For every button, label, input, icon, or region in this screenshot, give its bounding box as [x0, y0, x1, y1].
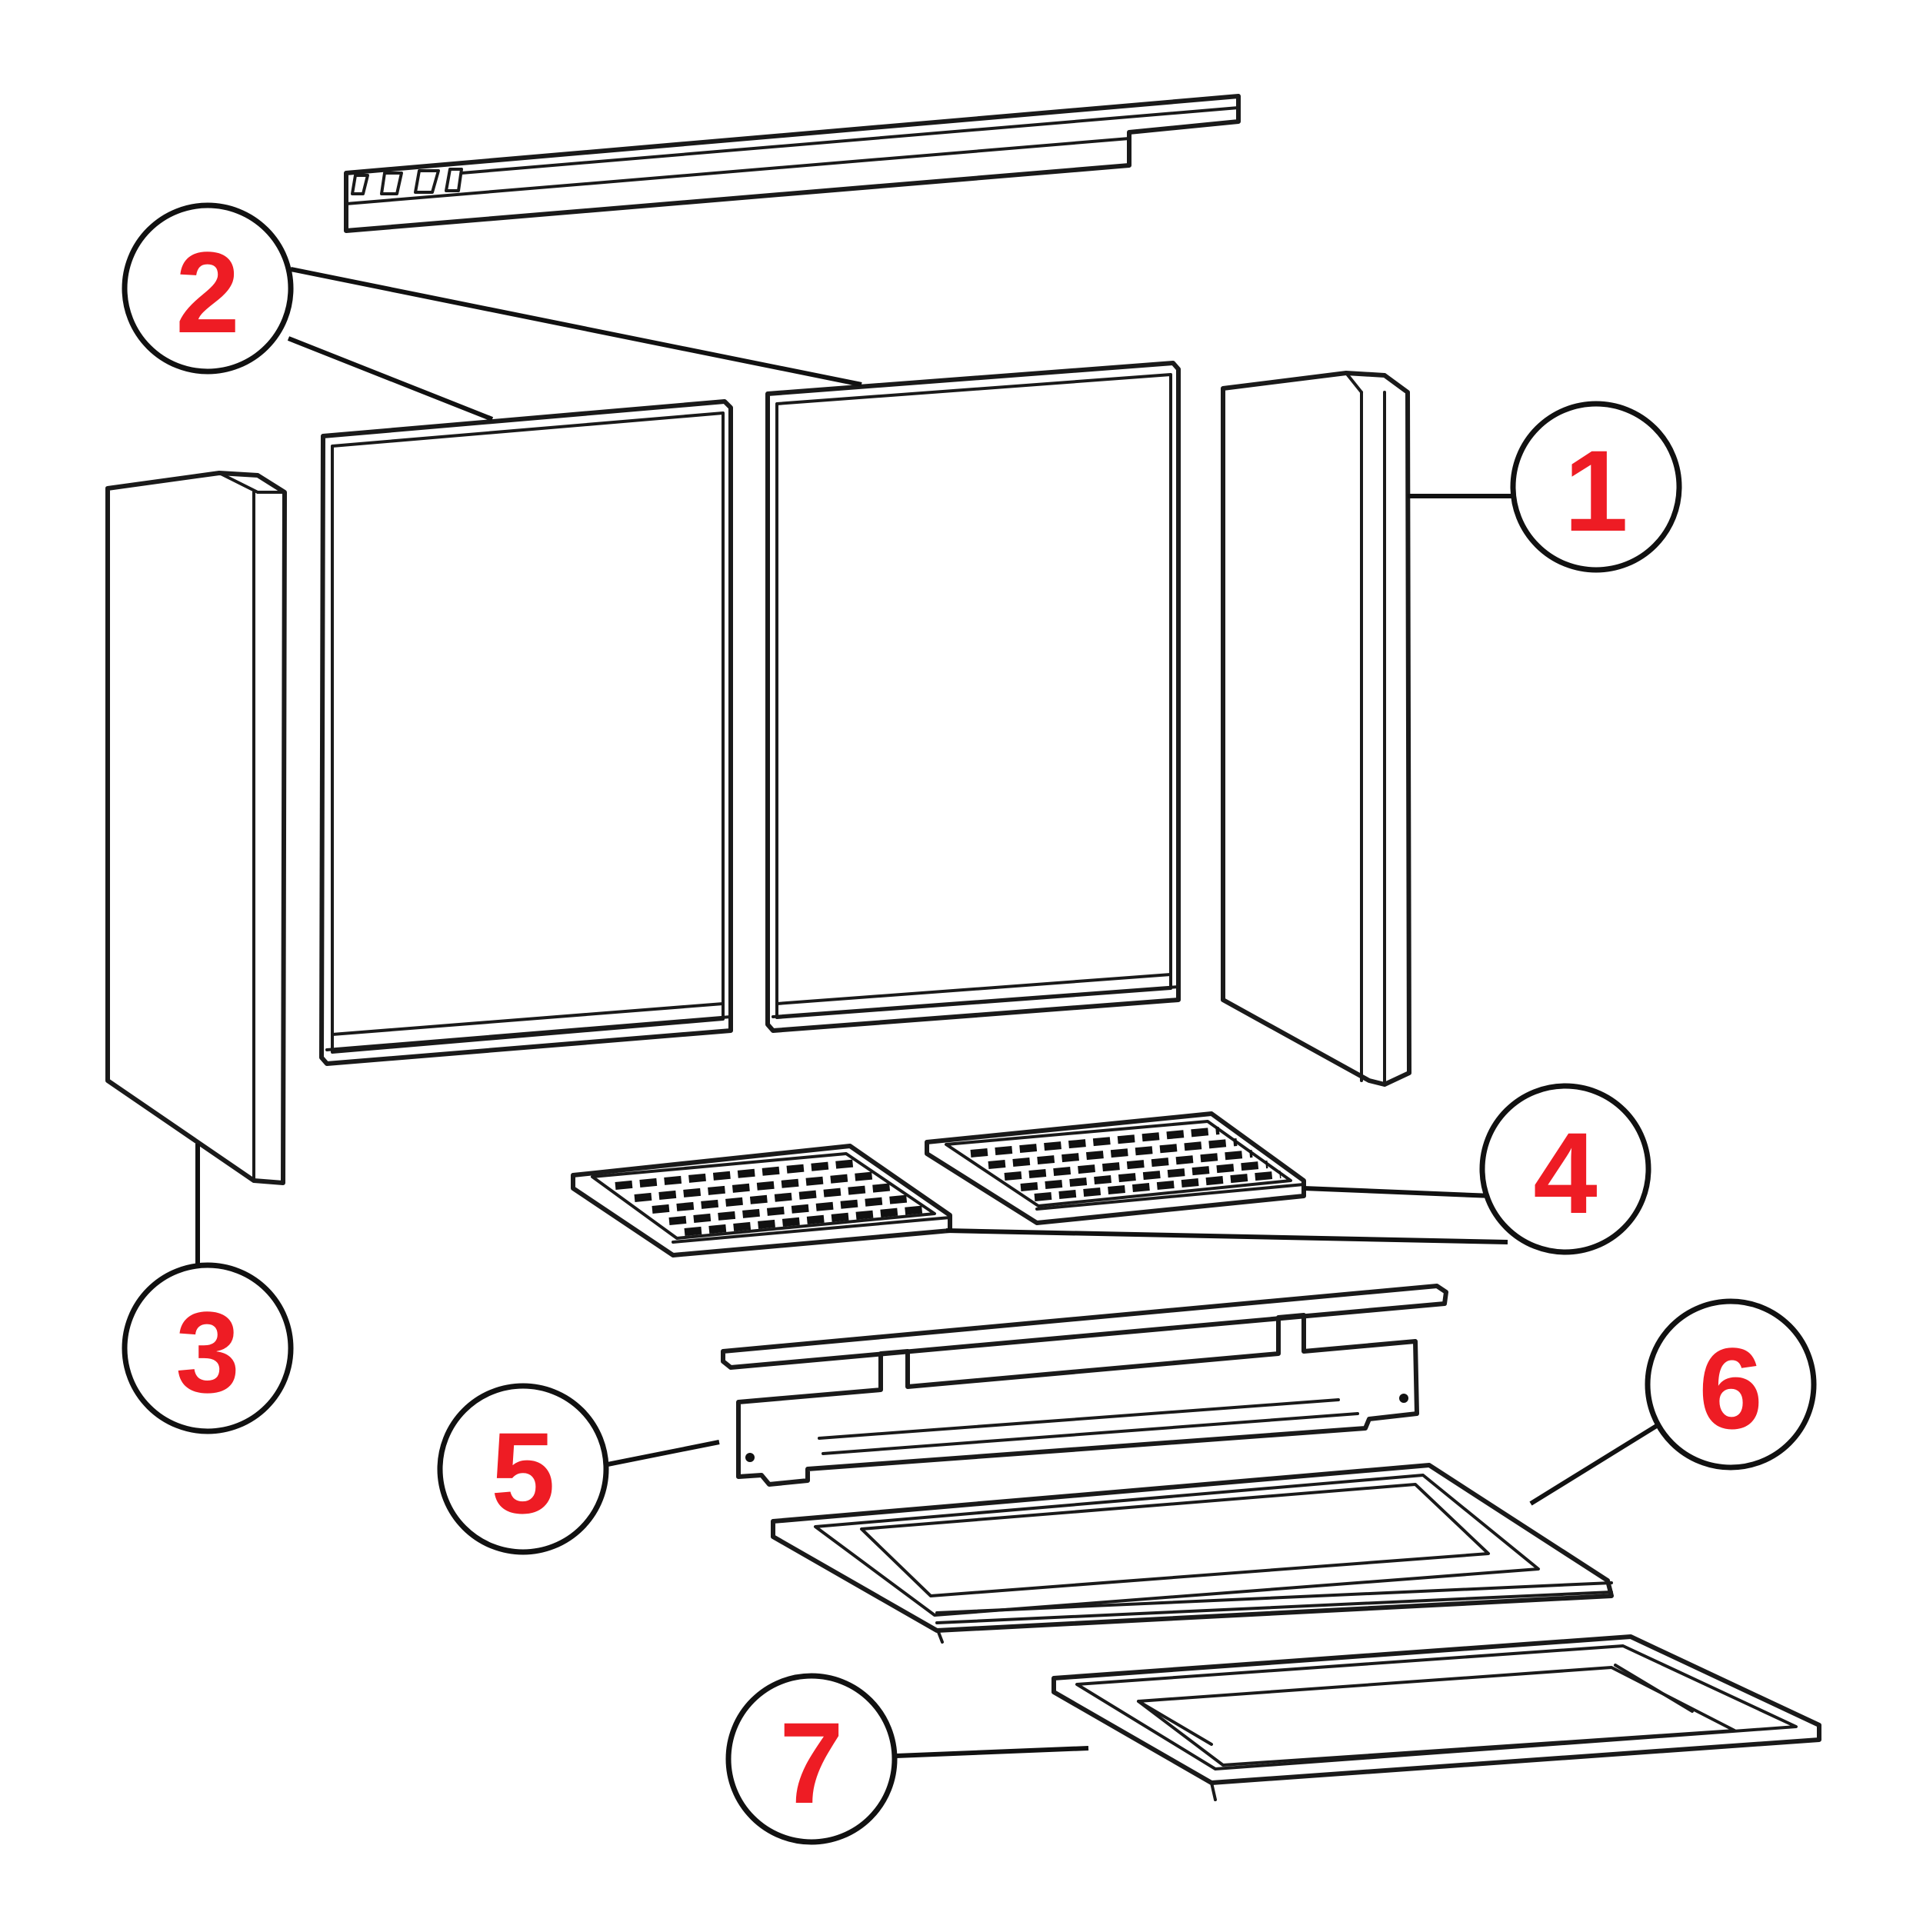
right-side-brick — [1221, 371, 1411, 1087]
callout-6: 6 — [1645, 1298, 1817, 1471]
rear-brick-right — [765, 361, 1181, 1033]
leader-2b — [290, 267, 862, 387]
leader-7 — [895, 1746, 1089, 1758]
callout-6-label: 6 — [1698, 1324, 1762, 1453]
callout-2-label: 2 — [175, 228, 239, 357]
callout-5: 5 — [437, 1383, 609, 1555]
leader-6 — [1529, 1421, 1663, 1506]
baffle-vent-slots — [351, 168, 463, 195]
leader-lines — [195, 267, 1663, 1758]
callout-3-label: 3 — [175, 1287, 239, 1417]
rear-brick-left — [319, 399, 733, 1066]
ash-grate-frame — [771, 1463, 1614, 1644]
grate-tile-right — [925, 1111, 1306, 1225]
ash-pan — [1051, 1634, 1821, 1801]
leader-4b — [945, 1228, 1508, 1244]
grate-left-pattern — [615, 1159, 928, 1236]
callout-7: 7 — [725, 1673, 898, 1845]
leader-4a — [1303, 1186, 1493, 1198]
callout-1-label: 1 — [1564, 426, 1628, 555]
left-side-brick — [105, 471, 287, 1185]
callout-2: 2 — [122, 202, 294, 375]
leader-5 — [603, 1440, 720, 1467]
grate-tile-left — [571, 1144, 952, 1257]
leader-2a — [287, 336, 494, 421]
callout-4: 4 — [1479, 1083, 1651, 1255]
top-baffle-plate — [344, 94, 1241, 233]
callout-1: 1 — [1510, 401, 1682, 573]
callout-7-label: 7 — [779, 1698, 843, 1827]
callout-5-label: 5 — [491, 1408, 555, 1537]
grate-right-pattern — [970, 1127, 1281, 1201]
callout-4-label: 4 — [1533, 1108, 1597, 1237]
callout-3: 3 — [122, 1262, 294, 1434]
grate-support-rail — [721, 1284, 1448, 1487]
